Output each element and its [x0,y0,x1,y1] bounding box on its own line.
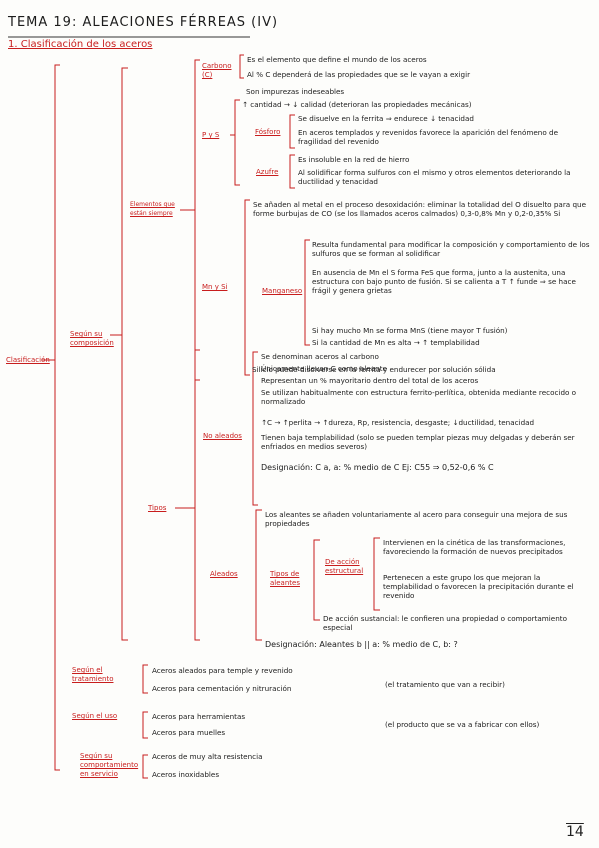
composicion-label: Según su composición [70,330,114,347]
tratamiento-label: Según el tratamiento [72,666,114,683]
carbono-label: Carbono (C) [202,62,232,79]
manganeso-item: Si la cantidad de Mn es alta → ↑ templab… [312,338,480,347]
aleados-label: Aleados [210,570,238,578]
manganeso-label: Manganeso [262,287,303,295]
no-aleados-item: Únicamente llevan C como aleante [261,364,387,373]
uso-note: (el producto que se va a fabricar con el… [385,720,540,729]
fosforo-label: Fósforo [255,128,281,136]
page-title: TEMA 19: ALEACIONES FÉRREAS (IV) [8,15,279,30]
no-aleados-item: Designación: C a, a: % medio de C Ej: C5… [261,463,494,472]
ps-label: P y S [202,131,220,139]
root-label: Clasificación [6,356,50,364]
manganeso-item: Resulta fundamental para modificar la co… [312,240,590,258]
uso-item: Aceros para muelles [152,728,226,737]
impurezas-text: Son impurezas indeseables [246,87,345,96]
carbono-item: Al % C dependerá de las propiedades que … [247,70,471,79]
no-aleados-item: ↑C → ↑perlita → ↑dureza, Rp, resistencia… [261,418,535,427]
tratamiento-item: Aceros para cementación y nitruración [152,684,292,693]
fosforo-item: Se disuelve en la ferrita ⇒ endurece ↓ t… [298,114,474,123]
no-aleados-label: No aleados [203,432,242,440]
sustancial-text: De acción sustancial: le confieren una p… [323,614,567,632]
uso-item: Aceros para herramientas [152,712,246,721]
tratamiento-item: Aceros aleados para temple y revenido [152,666,293,675]
mnsi-label: Mn y Si [202,283,228,291]
estructural-item: Intervienen en la cinética de las transf… [383,538,566,556]
servicio-label: Según su comportamiento en servicio [80,752,139,778]
no-aleados-item: Tienen baja templabilidad (solo se puede… [261,433,575,451]
manganeso-item: En ausencia de Mn el S forma FeS que for… [312,268,576,295]
section-heading: 1. Clasificación de los aceros [8,39,153,50]
carbono-item: Es el elemento que define el mundo de lo… [247,55,427,64]
elementos-label: Elementos que están siempre [130,201,175,217]
servicio-item: Aceros inoxidables [152,770,220,779]
aleados-intro: Los aleantes se añaden voluntariamente a… [265,510,568,528]
estructural-label: De acción estructural [325,558,364,575]
uso-label: Según el uso [72,712,118,720]
tipos-label: Tipos [148,504,167,512]
mnsi-intro: Se añaden al metal en el proceso desoxid… [253,200,587,218]
fosforo-item: En aceros templados y revenidos favorece… [298,128,559,146]
tratamiento-note: (el tratamiento que van a recibir) [385,680,505,689]
tipos-aleantes-label: Tipos de aleantes [270,570,300,587]
silicio-text: Silicio puede disolverse en la ferrita y… [252,365,496,374]
manganeso-item: Si hay mucho Mn se forma MnS (tiene mayo… [312,326,508,335]
servicio-item: Aceros de muy alta resistencia [152,752,263,761]
no-aleados-item: Representan un % mayoritario dentro del … [261,376,479,385]
azufre-label: Azufre [256,168,279,176]
estructural-item: Pertenecen a este grupo los que mejoran … [383,573,574,600]
page-number: 14 [566,824,584,840]
no-aleados-item: Se utilizan habitualmente con estructura… [261,388,577,406]
azufre-item: Es insoluble en la red de hierro [298,155,410,164]
no-aleados-item: Se denominan aceros al carbono [261,352,379,361]
ps-calidad: ↑ cantidad → ↓ calidad (deterioran las p… [242,100,472,109]
azufre-item: Al solidificar forma sulfuros con el mis… [298,168,571,186]
aleados-designacion: Designación: Aleantes b || a: % medio de… [265,640,458,649]
